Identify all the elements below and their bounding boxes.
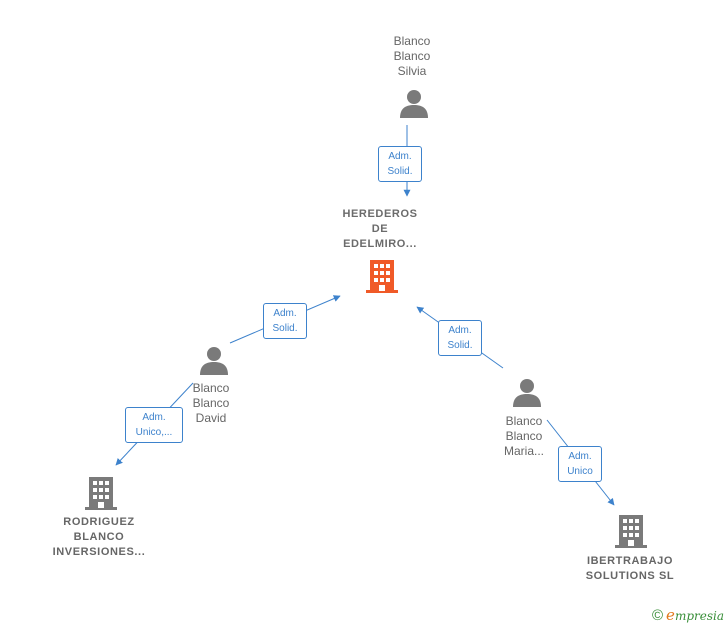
company-label-herederos[interactable]: HEREDEROS DE EDELMIRO... (322, 207, 438, 252)
role-line: Adm. (448, 325, 472, 336)
label-line: IBERTRABAJO (586, 555, 674, 567)
person-label-maria[interactable]: Blanco Blanco Maria... (489, 414, 559, 459)
company-label-rodriguez[interactable]: RODRIGUEZ BLANCO INVERSIONES... (40, 515, 158, 560)
person-icon[interactable] (398, 88, 430, 120)
label-line: EDELMIRO... (343, 238, 417, 250)
role-line: Adm. (273, 308, 297, 319)
label-line: Blanco (393, 49, 431, 63)
label-line: Blanco (192, 381, 230, 395)
role-line: Adm. (568, 451, 592, 462)
role-line: Unico,... (135, 427, 173, 438)
role-box-maria-herederos[interactable]: Adm. Solid. (438, 320, 482, 356)
label-line: Maria... (503, 444, 544, 458)
role-line: Solid. (272, 323, 298, 334)
label-line: David (195, 411, 227, 425)
brand-footer[interactable]: ©empresia (652, 606, 724, 624)
label-line: BLANCO (73, 531, 125, 543)
person-label-david[interactable]: Blanco Blanco David (176, 381, 246, 426)
building-icon[interactable] (366, 258, 398, 294)
role-line: Adm. (142, 412, 166, 423)
person-icon[interactable] (511, 377, 543, 409)
building-icon[interactable] (85, 475, 117, 511)
brand-name: mpresia (674, 609, 724, 623)
label-line: Silvia (397, 64, 427, 78)
label-line: SOLUTIONS SL (585, 570, 675, 582)
label-line: Blanco (393, 34, 431, 48)
role-box-david-rodriguez[interactable]: Adm. Unico,... (125, 407, 183, 443)
label-line: INVERSIONES... (52, 546, 146, 558)
role-box-david-herederos[interactable]: Adm. Solid. (263, 303, 307, 339)
copyright-icon: © (651, 607, 664, 624)
role-line: Solid. (387, 166, 413, 177)
label-line: RODRIGUEZ (63, 516, 135, 528)
brand-logo-e: e (666, 606, 675, 624)
label-line: Blanco (192, 396, 230, 410)
company-label-ibertrabajo[interactable]: IBERTRABAJO SOLUTIONS SL (574, 554, 686, 584)
person-icon[interactable] (198, 345, 230, 377)
label-line: DE (371, 223, 389, 235)
label-line: Blanco (505, 414, 543, 428)
role-box-silvia-herederos[interactable]: Adm. Solid. (378, 146, 422, 182)
person-label-silvia[interactable]: Blanco Blanco Silvia (377, 34, 447, 79)
role-line: Solid. (447, 340, 473, 351)
role-line: Unico (567, 466, 593, 477)
label-line: HEREDEROS (342, 208, 418, 220)
label-line: Blanco (505, 429, 543, 443)
role-box-maria-ibertrabajo[interactable]: Adm. Unico (558, 446, 602, 482)
building-icon[interactable] (615, 513, 647, 549)
role-line: Adm. (388, 151, 412, 162)
